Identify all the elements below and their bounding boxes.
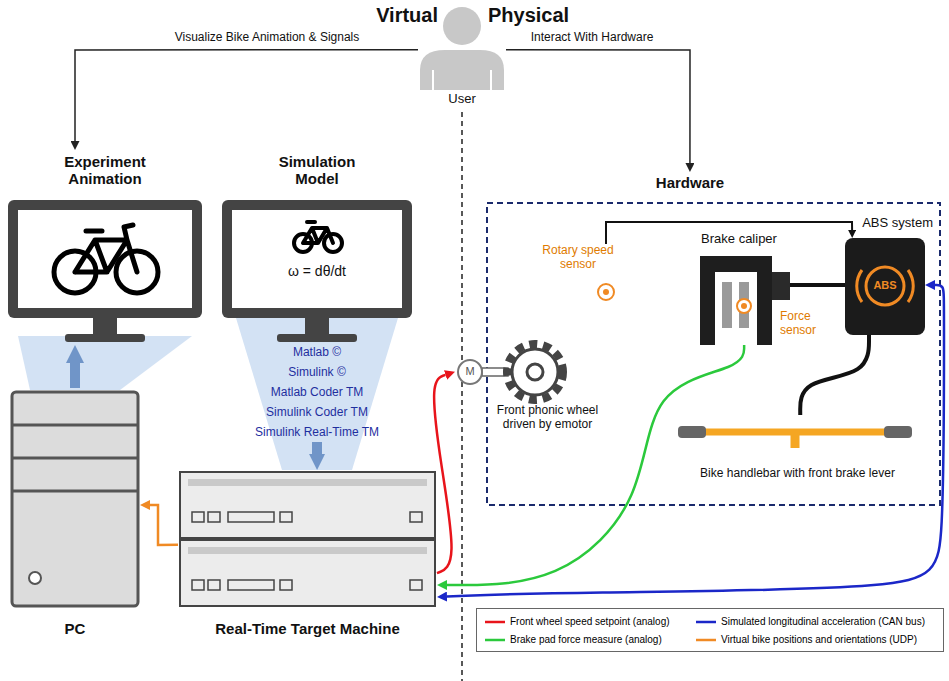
node-label: User [418, 92, 506, 107]
legend-text: Simulated longitudinal acceleration (CAN… [721, 616, 925, 627]
heading: Virtual [340, 4, 438, 27]
software-name: Simulink Real-Time TM [232, 426, 402, 440]
node-label: Bike handlebar with front brake lever [660, 467, 935, 481]
handlebar-symbol [678, 426, 912, 448]
pc-tower [12, 392, 138, 606]
node-label: Simulation Model [257, 153, 377, 188]
connector [75, 50, 418, 141]
legend-line-sample [696, 635, 716, 645]
bike-icon [294, 222, 342, 252]
edge-label: Visualize Bike Animation & Signals [160, 31, 374, 45]
sensor-icon [598, 284, 614, 300]
legend-entry: Front wheel speed setpoint (analog) [485, 616, 670, 628]
connector [790, 283, 845, 287]
caliper-node: Brake caliper [688, 232, 790, 348]
hardware-group: HardwareRotary speed sensor Brake caliper… [487, 172, 940, 505]
hardware-outline [487, 203, 940, 505]
connector [434, 375, 451, 573]
heading: Physical [488, 4, 598, 27]
software-name: Matlab Coder TM [232, 386, 402, 400]
abs-node: ABS systemABS [845, 238, 925, 335]
legend-text: Virtual bike positions and orientations … [721, 634, 917, 645]
projection-beam [18, 336, 192, 390]
monitor-icon [8, 200, 202, 342]
sensor-node: Rotary speed sensor [540, 244, 620, 305]
node-detail: ω = dθ/dt [258, 263, 376, 279]
connector [447, 285, 944, 596]
emotor-symbol [458, 360, 508, 384]
abs-unit [845, 238, 925, 335]
legend-line-sample [485, 617, 505, 627]
legend-entry: Virtual bike positions and orientations … [696, 634, 917, 646]
rack-server [180, 472, 435, 606]
monitor-icon [222, 200, 412, 342]
connector [70, 363, 80, 388]
node-label: Hardware [635, 174, 745, 191]
connector [312, 442, 322, 454]
software-name: Simulink © [232, 366, 402, 380]
monitor-node: Experiment Animation [5, 150, 205, 345]
wheel-node: Front phonic wheel driven by emotor [455, 318, 640, 435]
legend-text: Brake pad force measure (analog) [510, 634, 662, 645]
handlebar-node: Bike handlebar with front brake lever [660, 415, 935, 485]
legend-entry: Simulated longitudinal acceleration (CAN… [696, 616, 925, 628]
connector [506, 50, 690, 163]
legend-box: Front wheel speed setpoint (analog) Simul… [476, 608, 944, 652]
node-label: ABS system [823, 216, 933, 231]
server-node: Real-Time Target Machine [178, 470, 437, 648]
sensor-node: Force sensor [736, 298, 838, 345]
node-label: Brake caliper [688, 232, 790, 247]
node-label: PC [10, 620, 140, 637]
brake-caliper [700, 256, 790, 345]
legend-text: Front wheel speed setpoint (analog) [510, 616, 670, 627]
connector [150, 505, 178, 545]
node-label: Rotary speed sensor [540, 244, 616, 272]
node-label: Force sensor [780, 310, 832, 338]
legend-entry: Brake pad force measure (analog) [485, 634, 662, 646]
connector [800, 335, 869, 415]
connector [447, 345, 744, 585]
legend-line-sample [485, 635, 505, 645]
motor-letter: M [463, 365, 477, 378]
software-name: Matlab © [232, 346, 402, 360]
node-label: Front phonic wheel driven by emotor [485, 404, 610, 432]
node-label: Experiment Animation [45, 153, 165, 188]
software-name: Simulink Coder TM [232, 406, 402, 420]
pc-node: PC [10, 388, 140, 648]
edge-label: Interact With Hardware [505, 31, 679, 45]
phonic-wheel [507, 344, 563, 400]
node-label: Real-Time Target Machine [178, 620, 437, 637]
legend-line-sample [696, 617, 716, 627]
bike-icon [54, 225, 158, 293]
node-detail: ABS [845, 279, 925, 292]
